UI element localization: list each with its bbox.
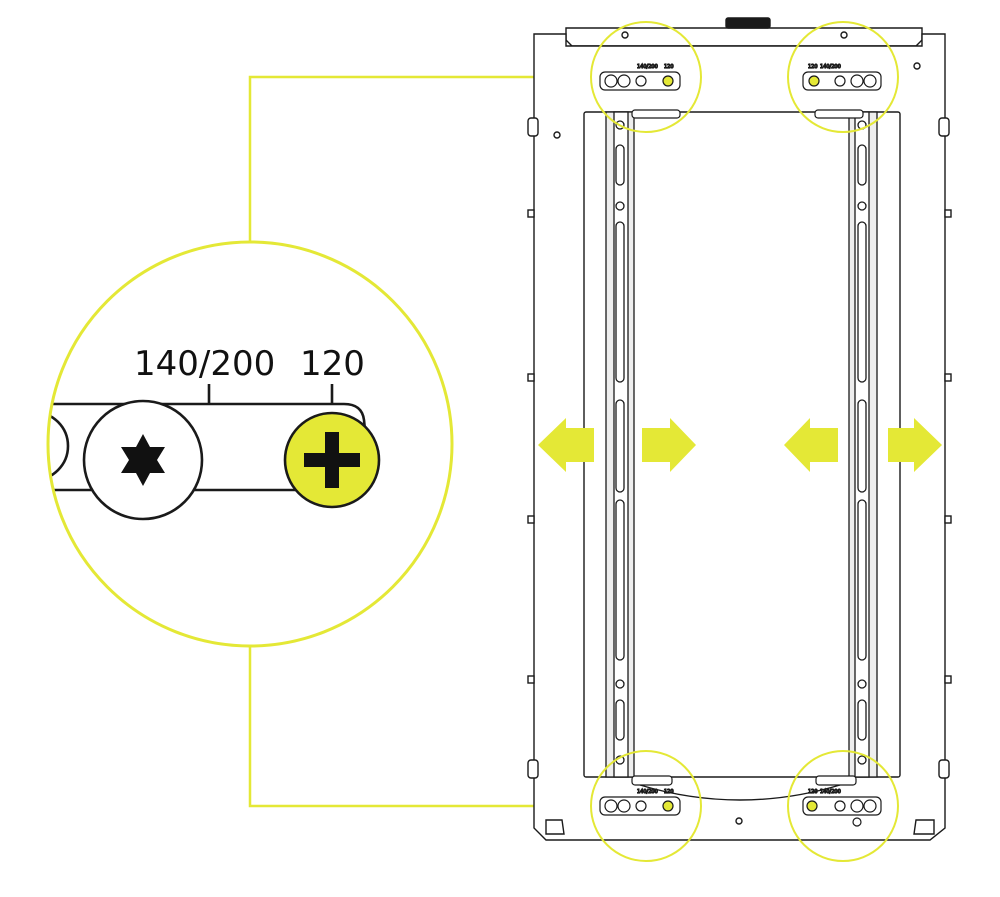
top-cap — [565, 27, 923, 47]
mount-bracket-top-right: 120 140/200 — [802, 63, 882, 119]
movement-arrows — [538, 418, 942, 472]
fan-rail-left — [605, 111, 635, 778]
bottom-arc — [639, 784, 841, 801]
mount-bracket-bottom-left: 140/200 120 — [599, 775, 681, 816]
callout-bl-label-right: 120 — [664, 789, 674, 795]
top-connector — [725, 17, 771, 29]
panel-hole — [621, 31, 629, 39]
phillips-plus-icon — [304, 432, 360, 488]
callout-circle-bottom-right — [787, 750, 899, 862]
callout-bl-label-left: 140/200 — [637, 789, 658, 795]
callout-circle-bottom-left — [590, 750, 702, 862]
mount-bracket-bottom-right: 120 140/200 — [802, 775, 882, 827]
side-tabs-right — [938, 117, 952, 779]
zoom-partial-screw — [48, 410, 70, 482]
callout-br-label-left: 120 — [808, 789, 818, 795]
connector-line-bottom — [248, 647, 598, 808]
connector-line-top — [248, 75, 598, 243]
callout-tl-label-left: 140/200 — [637, 64, 658, 70]
callout-br-label-right: 140/200 — [820, 789, 841, 795]
arrow-right-icon — [888, 418, 942, 472]
zoom-label-left: 140/200 — [134, 344, 275, 384]
zoom-circle-border — [46, 240, 454, 648]
connector-lines — [248, 75, 598, 808]
panel-hole — [840, 31, 848, 39]
callout-circle-top-left — [590, 21, 702, 133]
callout-tr-label-left: 120 — [808, 64, 818, 70]
callout-circles — [590, 21, 899, 862]
arrow-right-icon — [642, 418, 696, 472]
torx-star-icon — [121, 434, 165, 486]
bottom-slot-left — [545, 819, 565, 835]
bottom-slot-right — [913, 819, 935, 835]
arrow-left-icon — [784, 418, 838, 472]
fan-rail-right — [848, 111, 878, 778]
zoom-label-right: 120 — [300, 344, 365, 384]
callout-tr-label-right: 140/200 — [820, 64, 841, 70]
arrow-left-icon — [538, 418, 594, 472]
callout-circle-top-right — [787, 21, 899, 133]
side-tabs-left — [527, 117, 539, 779]
mount-bracket-top-left: 140/200 120 — [599, 63, 681, 119]
panel-hole — [913, 62, 921, 70]
callout-tl-label-right: 120 — [664, 64, 674, 70]
panel-hole — [735, 817, 743, 825]
zoom-detail: 140/200 120 — [46, 240, 454, 648]
panel-hole — [553, 131, 561, 139]
